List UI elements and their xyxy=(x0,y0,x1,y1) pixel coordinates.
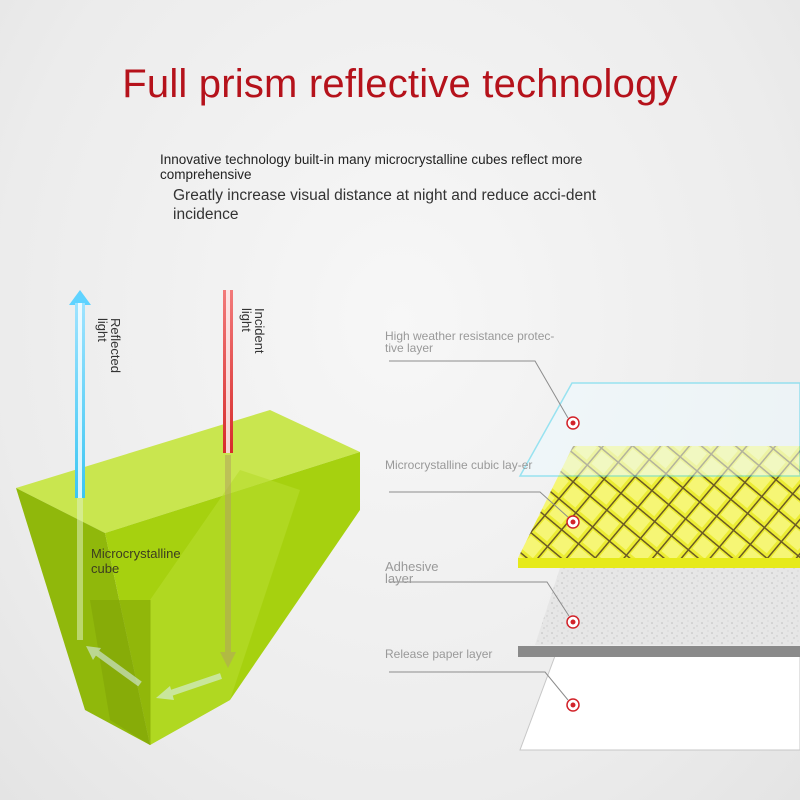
marker-adhesive xyxy=(566,615,580,629)
reflected-light-arrow xyxy=(69,290,91,498)
layer-markers xyxy=(566,416,580,712)
layer-label-cubic: Microcrystalline cubic lay-er xyxy=(385,458,533,472)
protective-layer xyxy=(518,382,800,477)
subtitle-line-2: Greatly increase visual distance at nigh… xyxy=(173,187,597,223)
layer-label-release: Release paper layer xyxy=(385,647,493,661)
internal-light-path xyxy=(77,455,236,700)
adhesive-layer xyxy=(535,568,800,645)
layer-label-adhesive: Adhesive layer xyxy=(385,559,439,586)
incident-light-arrow xyxy=(223,290,233,453)
incident-light-label: Incident light xyxy=(239,308,267,354)
marker-release xyxy=(566,698,580,712)
prism-cube xyxy=(16,410,360,745)
marker-cubic xyxy=(566,515,580,529)
marker-protective xyxy=(566,416,580,430)
release-paper-layer xyxy=(518,646,800,751)
subtitle-line-1: Innovative technology built-in many micr… xyxy=(160,152,583,182)
cube-label: Microcrystalline cube xyxy=(91,546,181,576)
layer-label-protective: High weather resistance protec-tive laye… xyxy=(385,329,555,355)
leader-lines xyxy=(389,360,570,701)
page-title: Full prism reflective technology xyxy=(122,62,678,106)
reflected-light-label: Reflected light xyxy=(95,318,123,373)
